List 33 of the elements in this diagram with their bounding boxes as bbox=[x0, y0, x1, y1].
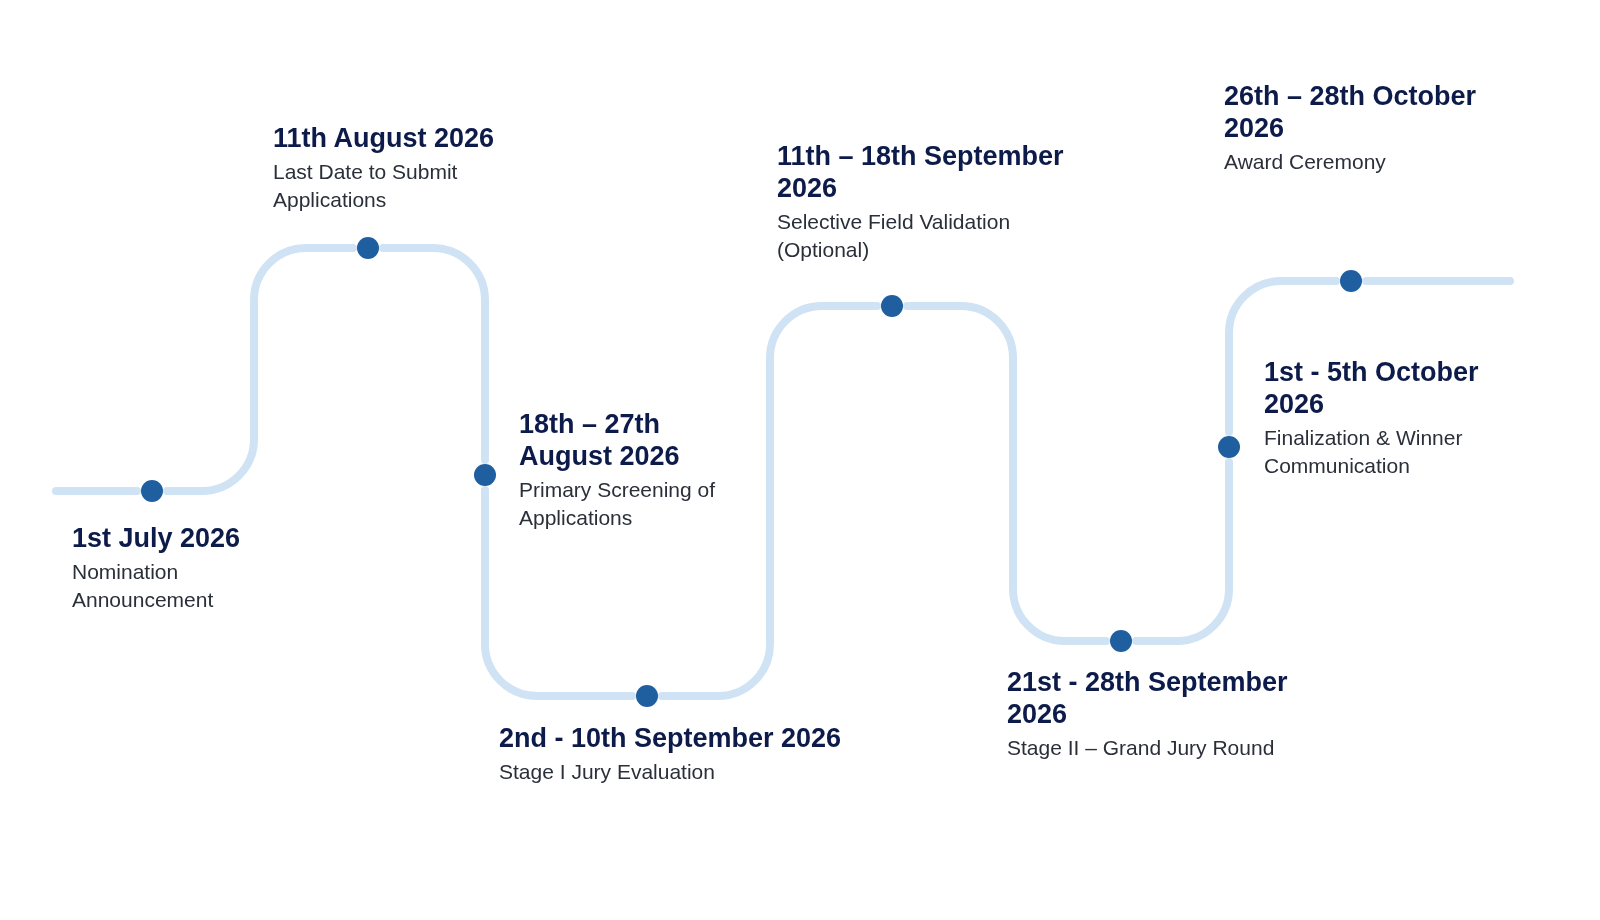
date-heading: 18th – 27th August 2026 bbox=[519, 408, 681, 472]
timeline-path bbox=[658, 302, 881, 700]
milestone-dot bbox=[357, 237, 379, 259]
milestone-description: Nomination Announcement bbox=[72, 559, 215, 613]
date-heading: 26th – 28th October 2026 bbox=[1224, 80, 1478, 144]
timeline-path bbox=[379, 244, 489, 464]
milestone-description: Stage I Jury Evaluation bbox=[499, 759, 716, 785]
timeline-path bbox=[163, 244, 357, 495]
timeline-path bbox=[1132, 458, 1233, 645]
date-heading: 1st - 5th October 2026 bbox=[1264, 356, 1480, 420]
timeline-path bbox=[1362, 277, 1514, 285]
date-heading: 1st July 2026 bbox=[72, 522, 242, 554]
milestone-description: Selective Field Validation (Optional) bbox=[777, 209, 1012, 263]
milestone-dot bbox=[1218, 436, 1240, 458]
milestone-dot bbox=[474, 464, 496, 486]
date-heading: 21st - 28th September 2026 bbox=[1007, 666, 1289, 730]
milestone-description: Primary Screening of Applications bbox=[519, 477, 717, 531]
milestone-description: Award Ceremony bbox=[1224, 149, 1387, 175]
date-heading: 11th August 2026 bbox=[273, 122, 496, 154]
timeline-path bbox=[52, 487, 141, 495]
milestone-dot bbox=[881, 295, 903, 317]
milestone-dot bbox=[636, 685, 658, 707]
milestone-dot bbox=[1340, 270, 1362, 292]
date-heading: 2nd - 10th September 2026 bbox=[499, 722, 843, 754]
timeline-path bbox=[1225, 277, 1340, 436]
milestone-dot bbox=[1110, 630, 1132, 652]
milestone-description: Finalization & Winner Communication bbox=[1264, 425, 1464, 479]
milestone-description: Stage II – Grand Jury Round bbox=[1007, 735, 1276, 761]
milestone-dot bbox=[141, 480, 163, 502]
date-heading: 11th – 18th September 2026 bbox=[777, 140, 1065, 204]
timeline-path bbox=[903, 302, 1110, 645]
milestone-description: Last Date to Submit Applications bbox=[273, 159, 459, 213]
timeline-path bbox=[481, 486, 636, 700]
